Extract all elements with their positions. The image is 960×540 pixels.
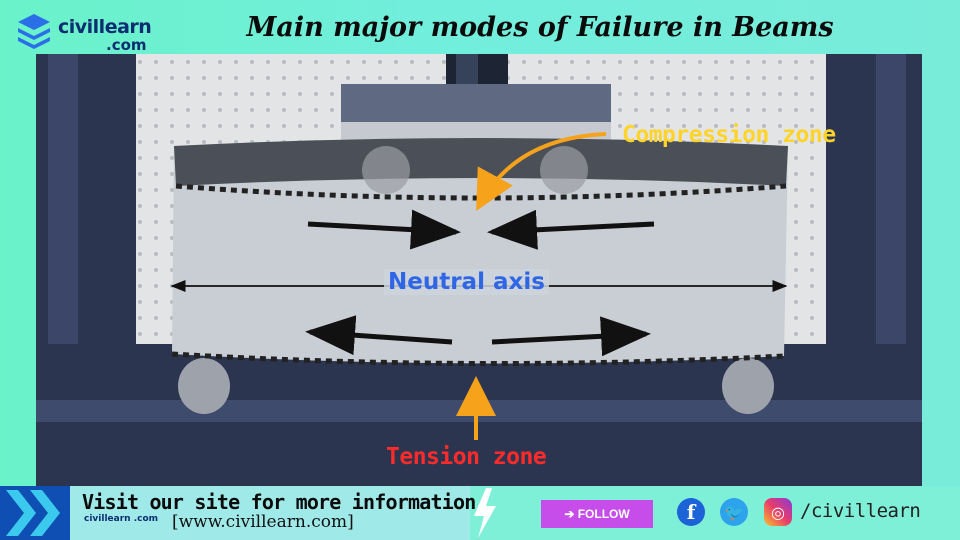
instagram-icon[interactable]: ◎	[764, 498, 792, 526]
chevron-right-icon	[0, 486, 70, 540]
tension-arrow-left	[305, 315, 453, 356]
compression-pointer-arrow	[476, 132, 607, 212]
footer-info-panel	[70, 486, 470, 540]
right-roller	[722, 358, 774, 414]
twitter-icon[interactable]: 🐦	[720, 498, 748, 526]
compression-zone-label: Compression zone	[622, 122, 836, 148]
beam-diagram	[36, 54, 922, 486]
facebook-icon[interactable]: f	[677, 498, 705, 526]
brand-name: civillearn	[58, 16, 152, 38]
brand-logo[interactable]: civillearn .com	[14, 10, 174, 54]
tension-zone-label: Tension zone	[386, 444, 547, 470]
brand-domain: .com	[106, 36, 147, 54]
follow-button[interactable]: ➔ FOLLOW	[541, 500, 653, 528]
visit-site-text: Visit our site for more information	[82, 490, 476, 514]
left-roller	[178, 358, 230, 414]
beam-body	[172, 138, 788, 364]
compression-band	[174, 138, 788, 186]
tension-arrow-right	[491, 316, 651, 357]
social-handle[interactable]: /civillearn	[800, 500, 921, 522]
beam-test-photo	[36, 54, 922, 486]
footer-small-logo: civillearn .com	[84, 514, 159, 524]
neutral-axis-label: Neutral axis	[384, 269, 549, 295]
compression-arrow-right	[487, 209, 655, 250]
lightning-icon	[474, 488, 496, 538]
page-title: Main major modes of Failure in Beams	[246, 12, 834, 43]
site-url-link[interactable]: [www.civillearn.com]	[172, 512, 354, 532]
compression-arrow-left	[307, 209, 461, 250]
layers-icon	[18, 14, 50, 49]
